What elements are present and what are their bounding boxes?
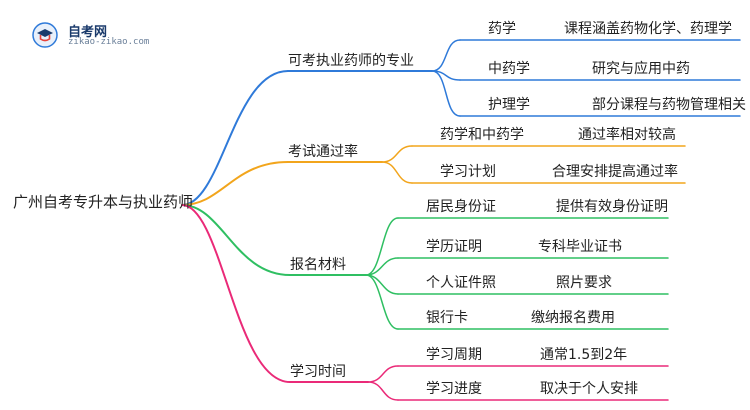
child-detail-3-1: 提供有效身份证明 — [556, 199, 668, 215]
connector-branch-2-child-1 — [381, 145, 413, 163]
mindmap-root: 广州自考专升本与执业药师 — [13, 193, 194, 211]
connector-branch-3-child-2 — [365, 257, 399, 276]
child-label-3-3: 个人证件照 — [426, 275, 496, 291]
branch-label-1: 可考执业药师的专业 — [288, 53, 414, 69]
child-label-3-1: 居民身份证 — [426, 199, 496, 215]
child-label-2-1: 药学和中药学 — [440, 127, 524, 143]
child-detail-1-3: 部分课程与药物管理相关 — [592, 97, 746, 113]
child-detail-2-1: 通过率相对较高 — [578, 127, 676, 143]
child-detail-3-3: 照片要求 — [556, 275, 612, 291]
child-label-3-4: 银行卡 — [426, 310, 468, 326]
graduation-cap-icon — [32, 22, 58, 48]
connector-branch-1-child-1 — [431, 39, 461, 72]
connector-branch-4-child-1 — [367, 365, 399, 383]
child-detail-3-2: 专科毕业证书 — [538, 239, 622, 255]
connector-branch-2-child-2 — [381, 161, 413, 184]
child-detail-1-1: 课程涵盖药物化学、药理学 — [564, 21, 732, 37]
connector-root-branch-3 — [181, 204, 291, 276]
connector-root-branch-4 — [181, 204, 291, 383]
child-detail-4-1: 通常1.5到2年 — [540, 347, 628, 363]
logo-name: 自考网 — [68, 25, 108, 40]
connector-branch-3-child-4 — [365, 274, 399, 330]
logo-url: zikao-zikao.com — [68, 37, 150, 47]
connector-branch-3-child-1 — [365, 217, 399, 276]
connector-branch-4-child-2 — [367, 381, 399, 401]
connector-root-branch-1 — [181, 70, 289, 206]
connector-branch-1-child-3 — [431, 70, 461, 117]
child-label-2-2: 学习计划 — [440, 164, 496, 180]
child-label-3-2: 学历证明 — [426, 239, 482, 255]
branch-label-4: 学习时间 — [290, 364, 346, 380]
branch-label-2: 考试通过率 — [288, 144, 358, 160]
child-detail-3-4: 缴纳报名费用 — [531, 310, 615, 326]
child-label-1-1: 药学 — [488, 21, 516, 37]
child-label-1-2: 中药学 — [488, 61, 530, 77]
child-label-1-3: 护理学 — [488, 97, 530, 113]
child-detail-1-2: 研究与应用中药 — [592, 61, 690, 77]
child-detail-2-2: 合理安排提高通过率 — [552, 164, 678, 180]
child-label-4-1: 学习周期 — [426, 347, 482, 363]
connector-root-branch-2 — [181, 161, 289, 206]
child-label-4-2: 学习进度 — [426, 381, 482, 397]
branch-label-3: 报名材料 — [290, 257, 346, 273]
child-detail-4-2: 取决于个人安排 — [540, 381, 638, 397]
site-logo[interactable]: 自考网 zikao-zikao.com — [32, 20, 149, 50]
